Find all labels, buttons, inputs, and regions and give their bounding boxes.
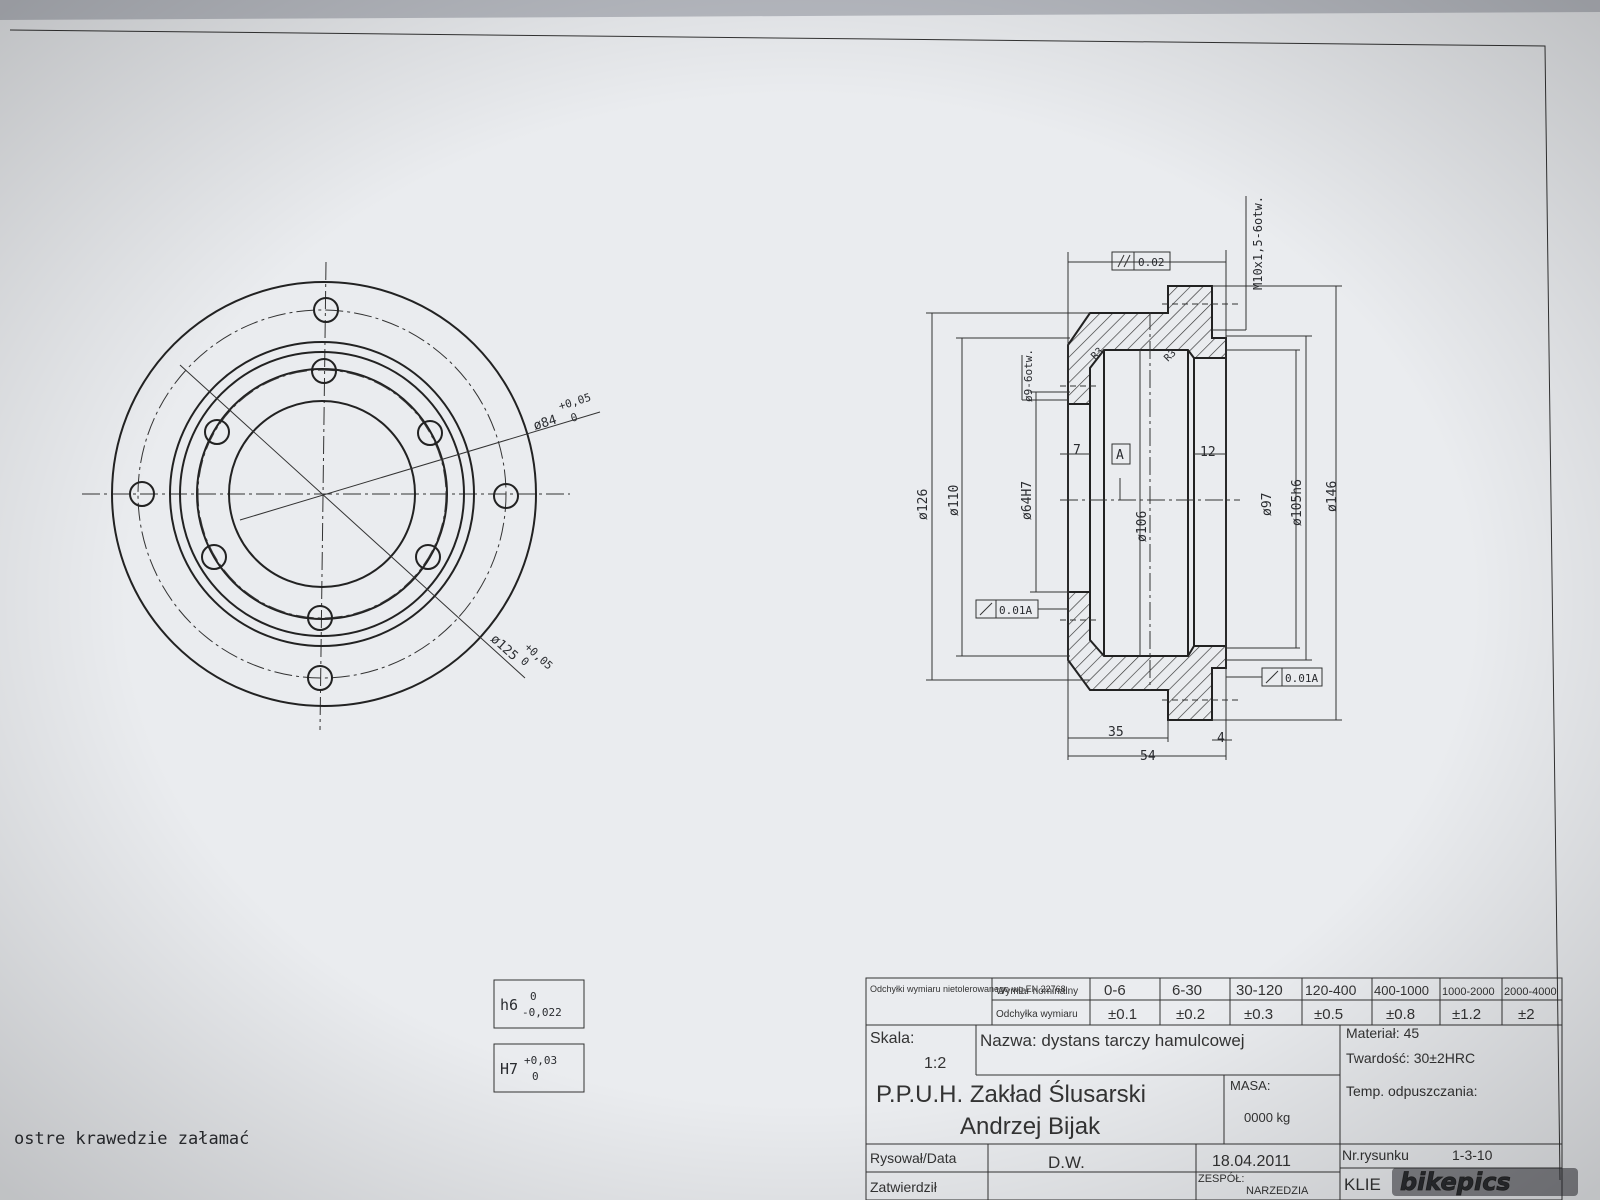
drawn-by: D.W. [1048, 1153, 1085, 1172]
dim-dia-106: ø106 [1135, 511, 1150, 542]
drawing-no: 1-3-10 [1452, 1147, 1493, 1163]
tol-row1-label: Wymiar nominalny [996, 986, 1078, 997]
deviation-cell: ±1.2 [1452, 1006, 1481, 1023]
team-label: ZESPÓŁ: [1198, 1172, 1244, 1185]
date: 18.04.2011 [1212, 1153, 1291, 1170]
dim-dia-64: ø64H7 [1020, 481, 1035, 520]
range-cell: 6-30 [1172, 982, 1202, 999]
dim-dia-146: ø146 [1325, 481, 1340, 512]
deviation-cell: ±2 [1518, 1006, 1535, 1023]
dim-54: 54 [1140, 749, 1156, 764]
watermark-text: bikepics [1400, 1168, 1511, 1196]
drawn-label: Rysował/Data [870, 1150, 957, 1166]
watermark-logo: bikepics [1392, 1168, 1578, 1196]
fit-h6-upper: 0 [530, 990, 537, 1003]
client-label: KLIE [1344, 1175, 1381, 1194]
deviation-cell: ±0.2 [1176, 1006, 1205, 1023]
holes-label: ø9-6otw. [1022, 349, 1035, 402]
range-cell: 1000-2000 [1442, 986, 1495, 998]
dim-4: 4 [1217, 731, 1225, 746]
runout-left-value: 0.01A [999, 604, 1032, 617]
part-name: Nazwa: dystans tarczy hamulcowej [980, 1031, 1245, 1050]
dim-dia-110: ø110 [947, 485, 962, 516]
mass-label: MASA: [1230, 1078, 1270, 1093]
deviation-cell: ±0.1 [1108, 1006, 1137, 1023]
fit-H7-main: H7 [500, 1060, 518, 1078]
drawing-no-label: Nr.rysunku [1342, 1147, 1409, 1163]
dim-dia-126: ø126 [916, 489, 931, 520]
company-line1: P.P.U.H. Zakład Ślusarski [876, 1080, 1146, 1108]
edge-note: ostre krawedzie załamać [14, 1129, 249, 1149]
range-cell: 2000-4000 [1504, 986, 1557, 998]
fit-h6-lower: -0,022 [522, 1006, 562, 1019]
team-value: NARZEDZIA [1246, 1185, 1309, 1197]
runout-right-value: 0.01A [1285, 672, 1318, 685]
range-cell: 120-400 [1305, 982, 1357, 998]
scale-label: Skala: [870, 1030, 914, 1047]
range-cell: 30-120 [1236, 982, 1283, 999]
material: Materiał: 45 [1346, 1025, 1419, 1041]
parallelism-value: 0.02 [1138, 256, 1165, 269]
temper: Temp. odpuszczania: [1346, 1083, 1478, 1099]
dim-7: 7 [1073, 443, 1081, 458]
mass-value: 0000 kg [1244, 1110, 1290, 1125]
scale-value: 1:2 [924, 1055, 946, 1072]
dim-dia-97: ø97 [1260, 493, 1275, 516]
deviation-cell: ±0.8 [1386, 1006, 1415, 1023]
tol-row2-label: Odchyłka wymiaru [996, 1009, 1078, 1020]
dim-35: 35 [1108, 725, 1124, 740]
dim-dia-105: ø105h6 [1290, 479, 1305, 526]
deviation-cell: ±0.3 [1244, 1006, 1273, 1023]
deviation-cell: ±0.5 [1314, 1006, 1343, 1023]
fit-h6-main: h6 [500, 996, 518, 1014]
range-cell: 400-1000 [1374, 983, 1429, 998]
hardness: Twardość: 30±2HRC [1346, 1050, 1475, 1066]
fit-H7-upper: +0,03 [524, 1054, 557, 1067]
paper [0, 12, 1600, 1200]
approved-label: Zatwierdził [870, 1179, 938, 1195]
thread-label: M10x1,5-6otw. [1251, 196, 1265, 290]
fit-H7-lower: 0 [532, 1070, 539, 1083]
dim-12: 12 [1200, 445, 1216, 460]
datum-letter: A [1116, 448, 1124, 463]
company-line2: Andrzej Bijak [960, 1113, 1101, 1140]
range-cell: 0-6 [1104, 982, 1126, 999]
